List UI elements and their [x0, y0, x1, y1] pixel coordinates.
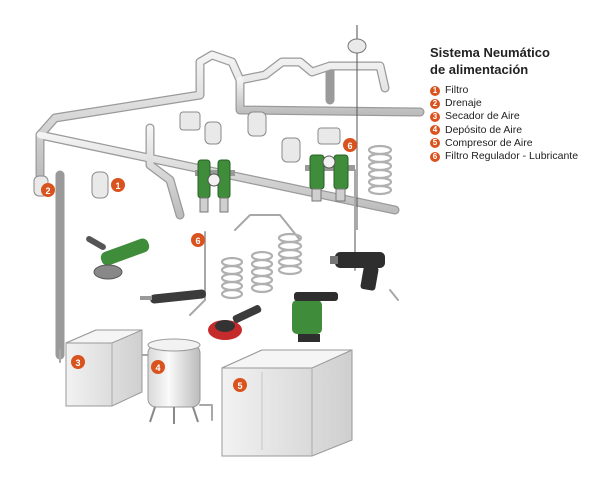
title-line-2: de alimentación — [430, 62, 529, 77]
marker-4: 4 — [151, 360, 165, 374]
balancer-icon — [347, 25, 367, 230]
grinder-icon — [86, 236, 150, 280]
marker-6-right: 6 — [343, 138, 357, 152]
legend-label-5: Compresor de Aire — [445, 136, 533, 149]
air-dryer-unit — [65, 329, 143, 407]
legend-item-6: 6 Filtro Regulador - Lubricante — [430, 150, 598, 163]
air-tank-unit — [147, 338, 201, 424]
svg-text:2: 2 — [45, 186, 50, 196]
legend-label-2: Drenaje — [445, 97, 482, 110]
legend-label-3: Secador de Aire — [445, 110, 520, 123]
frl-unit-center — [195, 159, 235, 213]
coiled-hoses — [220, 144, 393, 300]
legend: Sistema Neumático de alimentación 1 Filt… — [430, 44, 598, 163]
svg-text:6: 6 — [347, 141, 352, 151]
legend-item-3: 3 Secador de Aire — [430, 110, 598, 123]
legend-item-1: 1 Filtro — [430, 84, 598, 97]
svg-text:4: 4 — [155, 363, 160, 373]
compressor-unit — [221, 349, 353, 457]
frl-unit-right — [305, 154, 355, 202]
svg-text:3: 3 — [75, 358, 80, 368]
marker-1: 1 — [111, 178, 125, 192]
orbital-sander-icon — [208, 305, 262, 340]
marker-2: 2 — [41, 183, 55, 197]
legend-num-2: 2 — [430, 98, 440, 109]
svg-text:5: 5 — [237, 381, 242, 391]
die-grinder-icon — [140, 289, 206, 304]
legend-label-1: Filtro — [445, 84, 469, 96]
svg-text:6: 6 — [195, 236, 200, 246]
line-filters — [33, 111, 341, 199]
legend-label-4: Depósito de Aire — [445, 123, 523, 136]
legend-item-2: 2 Drenaje — [430, 97, 598, 110]
marker-3: 3 — [71, 355, 85, 369]
legend-title: Sistema Neumático de alimentación — [430, 44, 598, 78]
legend-num-6: 6 — [430, 151, 440, 162]
marker-6-left: 6 — [191, 233, 205, 247]
legend-label-6: Filtro Regulador - Lubricante — [445, 150, 579, 163]
legend-item-5: 5 Compresor de Aire — [430, 137, 598, 150]
title-line-1: Sistema Neumático — [430, 45, 550, 60]
pipe-network — [35, 50, 425, 421]
marker-5: 5 — [233, 378, 247, 392]
legend-item-4: 4 Depósito de Aire — [430, 124, 598, 137]
impact-wrench-icon — [330, 252, 385, 291]
legend-num-3: 3 — [430, 112, 440, 122]
svg-text:1: 1 — [115, 181, 120, 191]
legend-num-1: 1 — [430, 85, 440, 96]
legend-num-5: 5 — [430, 138, 440, 149]
legend-num-4: 4 — [430, 125, 440, 136]
rivet-gun-icon — [292, 292, 338, 342]
